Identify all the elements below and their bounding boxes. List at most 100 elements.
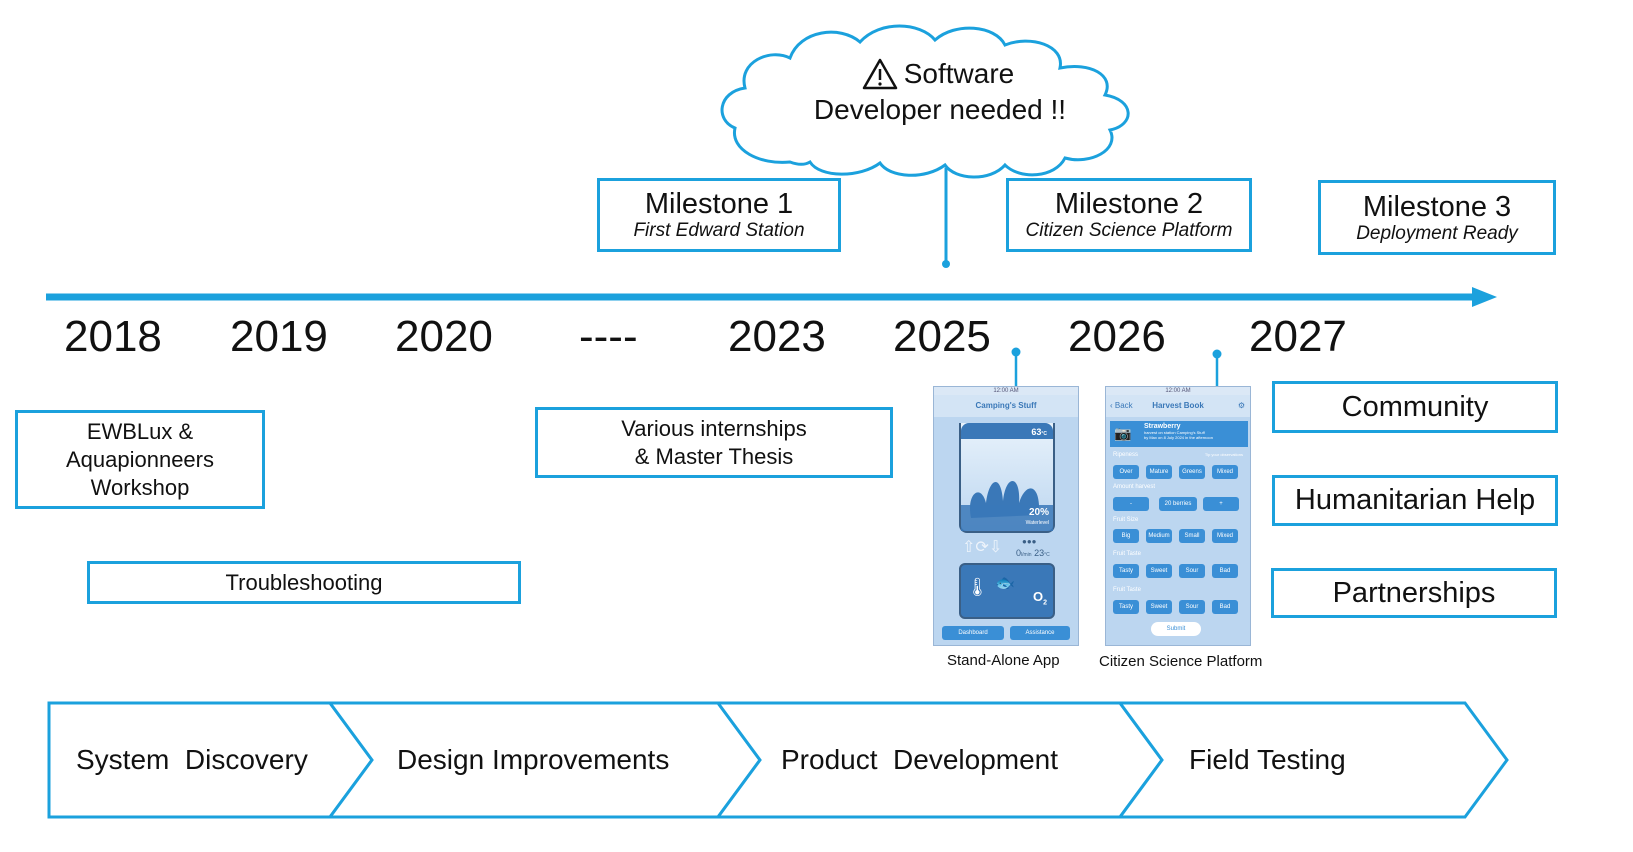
thermometer-icon: 🌡 (966, 577, 989, 597)
taste-label: Fruit Taste (1113, 551, 1141, 557)
taste2-opt[interactable]: Tasty (1113, 600, 1139, 614)
submit-button[interactable]: Submit (1151, 622, 1201, 636)
flow-temp-readout: 0l/min 23°C (1016, 548, 1050, 558)
year-2018: 2018 (64, 312, 162, 361)
assistance-button[interactable]: Assistance (1010, 626, 1070, 640)
grow-bed: 63°C 20% Waterlevel (959, 423, 1055, 533)
phase-chevron-4 (1117, 701, 1509, 819)
ripeness-opt[interactable]: Mixed (1212, 465, 1238, 479)
internships-line-2: & Master Thesis (634, 443, 794, 469)
year-2027: 2027 (1249, 312, 1347, 361)
internships-line-1: Various internships (621, 415, 807, 441)
tag-partnerships: Partnerships (1271, 568, 1557, 618)
internships-box: Various internships & Master Thesis (535, 407, 893, 478)
year-gap: ---- (579, 312, 638, 361)
amount-minus[interactable]: - (1113, 497, 1149, 511)
year-2020: 2020 (395, 312, 493, 361)
timeline-arrowhead (1472, 287, 1497, 307)
standalone-status-bar: 12:00 AM (934, 387, 1078, 395)
warning-icon (862, 58, 898, 90)
harvest-item: Strawberry (1144, 423, 1181, 430)
ripeness-opt[interactable]: Greens (1179, 465, 1205, 479)
tag-community: Community (1272, 381, 1558, 433)
year-2019: 2019 (230, 312, 328, 361)
standalone-app-mockup: 12:00 AM Camping's Stuff 63°C 20% Waterl… (933, 386, 1079, 646)
year-2023: 2023 (728, 312, 826, 361)
citizen-science-mockup: 12:00 AM ‹ Back Harvest Book ⚙ 📷 Strawbe… (1105, 386, 1251, 646)
standalone-title: Camping's Stuff (934, 395, 1078, 417)
milestone-3-subtitle: Deployment Ready (1356, 222, 1518, 244)
back-link[interactable]: ‹ Back (1110, 401, 1133, 410)
amount-plus[interactable]: + (1203, 497, 1239, 511)
size-opt[interactable]: Medium (1146, 529, 1172, 543)
tag-humanitarian-help: Humanitarian Help (1272, 475, 1558, 526)
phase-design-improvements: Design Improvements (397, 744, 670, 775)
ewb-line-1: EWBLux & (86, 418, 194, 444)
milestone-1-box: Milestone 1 First Edward Station (597, 178, 841, 252)
taste-opt[interactable]: Bad (1212, 564, 1238, 578)
taste-opt[interactable]: Tasty (1113, 564, 1139, 578)
status-icons: ●●● (1022, 537, 1037, 546)
phase-system-discovery: System Discovery (76, 744, 308, 775)
milestone-2-subtitle: Citizen Science Platform (1025, 220, 1233, 241)
tag-partnerships-label: Partnerships (1332, 576, 1496, 609)
milestone-2-box: Milestone 2 Citizen Science Platform (1006, 178, 1252, 252)
milestone-3-box: Milestone 3 Deployment Ready (1318, 180, 1556, 255)
taste2-opt[interactable]: Sour (1179, 600, 1205, 614)
tag-humanitarian-help-label: Humanitarian Help (1294, 484, 1536, 516)
grow-temp: 63°C (1031, 427, 1047, 437)
water-level-label: Waterlevel (1025, 520, 1049, 526)
year-2025: 2025 (893, 312, 991, 361)
phase-field-testing: Field Testing (1189, 744, 1346, 775)
year-2026: 2026 (1068, 312, 1166, 361)
ewb-line-2: Aquapionneers (65, 446, 214, 472)
gear-icon[interactable]: ⚙ (1237, 401, 1245, 410)
amount-value[interactable]: 20 berries (1159, 497, 1197, 511)
harvest-desc-2: by Max on 8 July 2024 in the afternoon (1144, 435, 1213, 440)
cloud-shape (720, 24, 1130, 179)
standalone-caption: Stand-Alone App (947, 652, 1060, 669)
milestone-2-title: Milestone 2 (1054, 188, 1204, 220)
harvest-card: 📷 Strawberry harvest on station Camping'… (1110, 421, 1248, 447)
cloud-line-1: Software (903, 58, 1015, 89)
troubleshooting-box: Troubleshooting (87, 561, 521, 604)
cloud-line-2: Developer needed !! (813, 94, 1067, 125)
troubleshooting-label: Troubleshooting (225, 569, 383, 595)
o2-readout: O2 (1032, 589, 1047, 607)
taste2-label: Fruit Taste (1113, 587, 1141, 593)
size-opt[interactable]: Small (1179, 529, 1205, 543)
ripeness-label: Ripeness (1113, 452, 1139, 458)
taste2-opt[interactable]: Sweet (1146, 600, 1172, 614)
size-label: Fruit Size (1113, 517, 1139, 523)
fish-icon: 🐟 (995, 575, 1015, 592)
plant-leaves-icon (961, 480, 1053, 531)
size-opt[interactable]: Mixed (1212, 529, 1238, 543)
fish-tank: 🌡 🐟 O2 (959, 563, 1055, 619)
amount-label: Amount harvest (1113, 484, 1156, 490)
citizen-header: ‹ Back Harvest Book ⚙ (1106, 395, 1250, 417)
size-opt[interactable]: Big (1113, 529, 1139, 543)
taste2-opt[interactable]: Bad (1212, 600, 1238, 614)
milestone-1-title: Milestone 1 (644, 188, 794, 220)
taste-opt[interactable]: Sour (1179, 564, 1205, 578)
tag-community-label: Community (1341, 390, 1489, 423)
ripeness-opt[interactable]: Over (1113, 465, 1139, 479)
citizen-status-bar: 12:00 AM (1106, 387, 1250, 395)
ewb-line-3: Workshop (90, 474, 190, 500)
pump-cycle-icon: ⇧⟳⇩ (962, 539, 1003, 556)
dashboard-button[interactable]: Dashboard (942, 626, 1004, 640)
citizen-connector-dot (1212, 349, 1222, 359)
ewb-workshop-box: EWBLux & Aquapionneers Workshop (15, 410, 265, 509)
ripeness-hint: Tip your observations (1204, 452, 1243, 457)
cloud-connector-dot (942, 260, 950, 268)
milestone-3-title: Milestone 3 (1362, 190, 1512, 223)
citizen-title: Harvest Book (1152, 401, 1204, 410)
standalone-connector-dot (1011, 347, 1021, 357)
harvest-desc-1: harvest on station Camping's Stuff (1144, 430, 1205, 435)
phase-product-development: Product Development (781, 744, 1059, 775)
cloud-text: Software Developer needed !! (800, 56, 1080, 128)
ripeness-opt[interactable]: Mature (1146, 465, 1172, 479)
taste-opt[interactable]: Sweet (1146, 564, 1172, 578)
milestone-1-subtitle: First Edward Station (633, 220, 805, 241)
